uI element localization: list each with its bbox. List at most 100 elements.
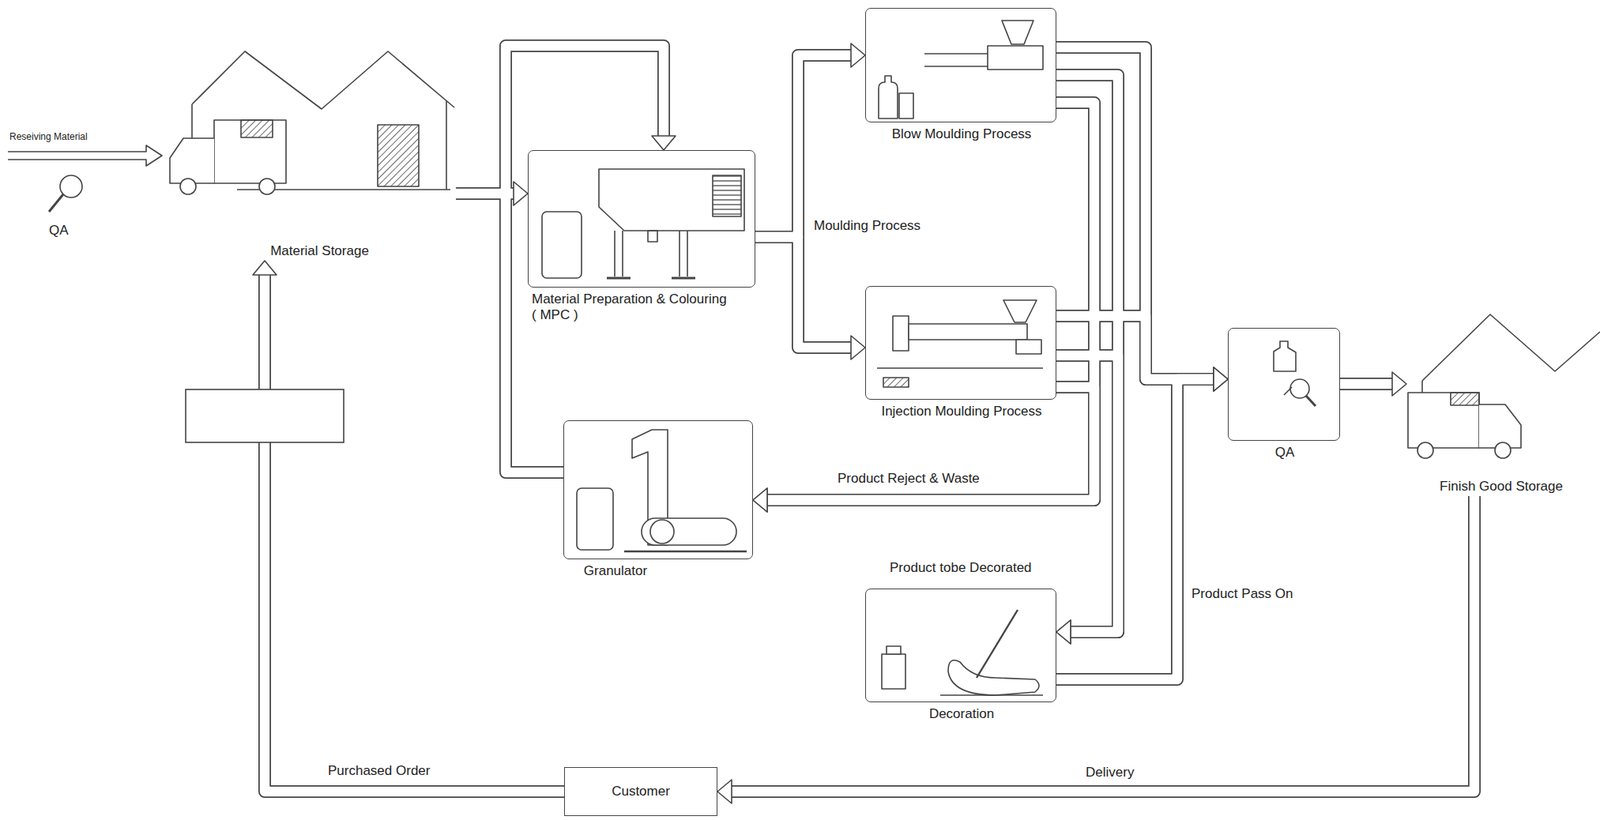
magnifier-icon <box>48 175 83 212</box>
blow-moulding-machine <box>878 75 898 119</box>
caption-holder: Blow Moulding Process <box>865 126 1058 143</box>
node-label: Granulator <box>556 563 675 580</box>
painting-station <box>976 609 1018 678</box>
injection-moulding-machine <box>1003 300 1037 323</box>
flow-arrow <box>1056 316 1215 380</box>
arrowhead <box>1213 367 1228 392</box>
magnifier-icon <box>48 194 64 212</box>
painting-station <box>940 694 1043 697</box>
warehouse-drawing <box>445 101 448 190</box>
mixer-machine <box>678 230 681 277</box>
flow-arrow <box>505 45 664 473</box>
arrowhead <box>513 181 528 206</box>
node-label: Material Preparation & Colouring ( MPC ) <box>531 291 730 324</box>
mixer-machine <box>686 230 689 277</box>
warehouse-drawing <box>1422 314 1600 381</box>
injection-moulding-machine <box>892 316 909 351</box>
arrowhead <box>717 779 732 804</box>
arrowhead <box>850 335 866 360</box>
flow-arrow <box>505 45 664 473</box>
warehouse-drawing <box>1421 380 1424 393</box>
node-label: QA <box>1228 444 1341 461</box>
blow-moulding-machine <box>878 20 1043 119</box>
blow-moulding-machine <box>987 45 1043 70</box>
granulator-machine <box>641 518 737 546</box>
edge-label: Delivery <box>1083 764 1137 781</box>
blank-box <box>185 389 344 443</box>
flow-arrow <box>264 274 565 792</box>
inspection-icon <box>1306 395 1316 407</box>
arrowhead <box>1213 367 1228 392</box>
mixer-machine <box>671 277 696 280</box>
warehouse-drawing <box>240 120 273 138</box>
blow-moulding-machine <box>1001 20 1034 45</box>
warehouse-drawing <box>1408 314 1600 459</box>
edge-label: Product Reject & Waste <box>835 470 983 487</box>
annotation: QA <box>48 222 69 239</box>
flow-arrow <box>766 387 1095 501</box>
edge-label: Product Pass On <box>1189 586 1296 603</box>
arrowhead <box>752 488 768 512</box>
receiving-arrow <box>7 145 162 166</box>
flow-arrow <box>755 237 852 348</box>
flow-arrow <box>1340 377 1393 391</box>
warehouse-drawing <box>1494 442 1511 459</box>
warehouse-drawing <box>1479 404 1521 448</box>
mixer-machine <box>613 230 616 277</box>
inspection-icon <box>1283 387 1292 396</box>
arrowhead <box>752 488 768 512</box>
arrowhead <box>651 135 676 151</box>
blow-moulding-machine <box>899 93 914 119</box>
warehouse-drawing <box>214 120 287 184</box>
warehouse-drawing <box>180 178 196 195</box>
painting-station <box>948 660 1040 696</box>
storage-area: Finish Good Storage <box>1406 314 1597 497</box>
granulator-machine <box>576 429 747 552</box>
warehouse-drawing <box>169 51 455 195</box>
painting-station <box>886 646 901 655</box>
inspection-icon <box>1273 341 1316 407</box>
arrowheads <box>252 43 1407 804</box>
flow-arrow <box>1056 75 1119 633</box>
flow-arrow <box>766 102 1095 501</box>
arrowhead <box>252 260 277 275</box>
node-label: Decoration <box>865 706 1058 723</box>
warehouse-drawing <box>377 124 419 187</box>
mixer-machine <box>598 169 745 231</box>
node-label: Finish Good Storage <box>1439 478 1563 497</box>
node-label: Material Storage <box>270 243 369 261</box>
process-box: Injection Moulding Process <box>865 286 1057 400</box>
mixer-machine <box>621 230 624 277</box>
flow-arrow <box>755 237 852 348</box>
process-box: QA <box>1227 327 1341 441</box>
storage-area: Material Storage <box>183 43 456 261</box>
warehouse-drawing <box>169 138 215 184</box>
warehouse-drawing <box>192 51 455 110</box>
annotation: Moulding Process <box>813 218 921 234</box>
magnifier-icon <box>60 175 83 198</box>
node-label: Customer <box>611 783 671 800</box>
process-box: Decoration <box>865 588 1057 703</box>
flow-arrow <box>730 496 1475 792</box>
caption-holder: Decoration <box>865 706 1058 723</box>
flow-arrow <box>766 102 1095 501</box>
flow-arrow <box>1056 316 1215 380</box>
warehouse-drawing <box>1408 392 1480 448</box>
flow-arrow <box>1340 379 1393 390</box>
warehouse-drawing <box>191 104 193 139</box>
injection-moulding-machine <box>1016 339 1042 354</box>
painting-station <box>881 609 1043 696</box>
inspection-icon <box>1290 379 1310 399</box>
flow-arrow <box>264 274 565 792</box>
caption-holder: QA <box>1228 444 1341 461</box>
arrowhead <box>1056 620 1071 644</box>
flow-arrow <box>766 387 1095 501</box>
warehouse-drawing <box>1450 392 1480 406</box>
flow-arrow <box>1056 75 1119 633</box>
flow-arrow <box>1056 355 1119 633</box>
connector-fill <box>264 45 1475 792</box>
process-box: Customer <box>564 767 718 817</box>
painting-station <box>881 654 906 689</box>
